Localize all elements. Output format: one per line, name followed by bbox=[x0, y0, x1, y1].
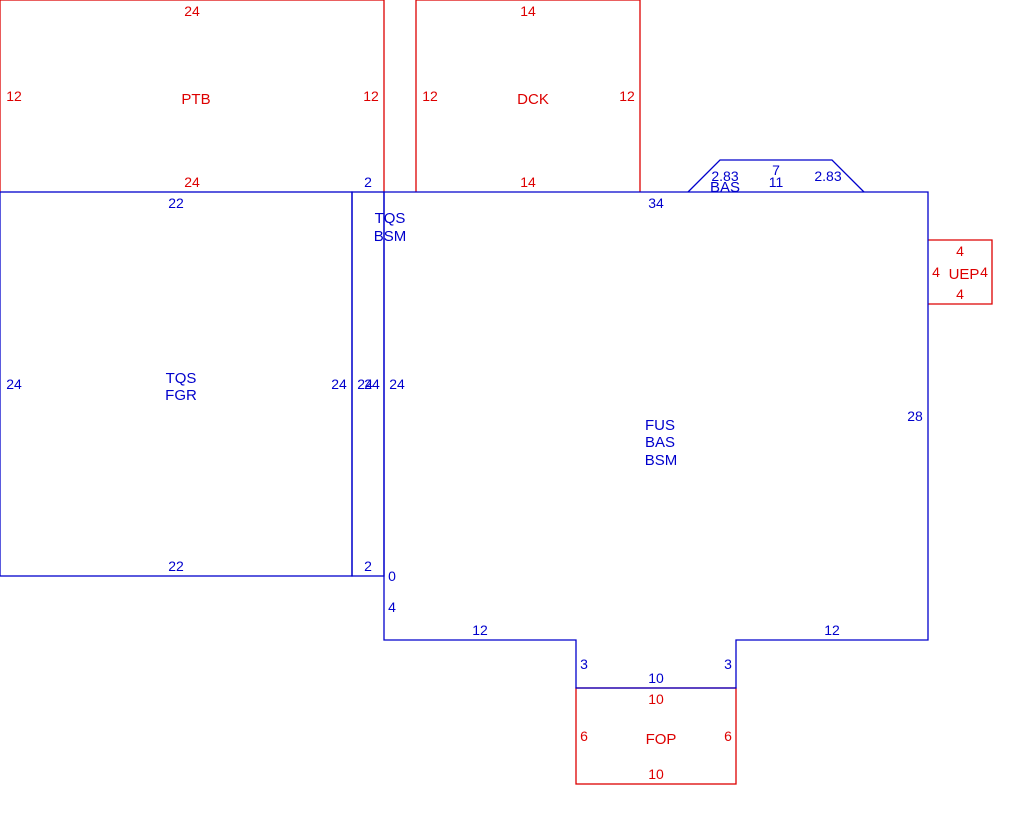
dck-dim-left: 12 bbox=[422, 88, 438, 104]
ptb-dim-top: 24 bbox=[184, 3, 200, 19]
main-label-line2: BAS bbox=[645, 434, 675, 451]
main-dim-notch-bottom: 10 bbox=[648, 670, 664, 686]
main-dim-notch-right: 3 bbox=[724, 656, 732, 672]
ptb-outline bbox=[0, 0, 385, 192]
bay-area: BAS 2.83 7 2.83 11 bbox=[687, 159, 865, 196]
tqs-bsm-dim-bottom: 2 bbox=[364, 558, 372, 574]
main-label-line3: BSM bbox=[645, 452, 678, 469]
main-dim-left-lower: 4 bbox=[388, 599, 396, 615]
uep-label: UEP bbox=[949, 266, 980, 283]
bay-dim-left: 2.83 bbox=[711, 168, 738, 184]
uep-area: UEP 4 4 4 4 bbox=[928, 239, 993, 305]
ptb-dim-left: 12 bbox=[6, 88, 22, 104]
main-dim-bottom-left: 12 bbox=[472, 622, 488, 638]
ptb-label: PTB bbox=[181, 91, 210, 108]
dck-dim-bottom: 14 bbox=[520, 174, 536, 190]
tqs-fgr-area: TQS FGR 22 24 24 22 bbox=[0, 191, 353, 577]
uep-dim-right: 4 bbox=[980, 264, 988, 280]
dck-outline bbox=[415, 0, 641, 192]
uep-dim-bottom: 4 bbox=[956, 286, 964, 302]
bay-dim-right: 2.83 bbox=[814, 168, 841, 184]
bay-outline bbox=[687, 159, 865, 193]
dck-dim-top: 14 bbox=[520, 3, 536, 19]
main-dim-left-upper: 24 bbox=[389, 376, 405, 392]
fop-dim-bottom: 10 bbox=[648, 766, 664, 782]
main-dim-bottom-right: 12 bbox=[824, 622, 840, 638]
tqs-bsm-dim-right: 24 bbox=[364, 376, 380, 392]
dck-dim-right: 12 bbox=[619, 88, 635, 104]
main-dim-right: 28 bbox=[907, 408, 923, 424]
tqs-fgr-dim-right: 24 bbox=[331, 376, 347, 392]
tqs-fgr-dim-top: 22 bbox=[168, 195, 184, 211]
tqs-bsm-dim-left: 24 bbox=[357, 376, 373, 392]
dck-label: DCK bbox=[517, 91, 549, 108]
fop-dim-top: 10 bbox=[648, 691, 664, 707]
fop-label: FOP bbox=[646, 731, 677, 748]
bay-dim-bottom: 11 bbox=[769, 174, 784, 190]
main-dim-left-zero: 0 bbox=[388, 568, 396, 584]
fop-area: FOP 10 6 6 10 bbox=[575, 687, 737, 785]
uep-dim-top: 4 bbox=[956, 243, 964, 259]
uep-dim-left: 4 bbox=[932, 264, 940, 280]
tqs-fgr-label-line1: TQS bbox=[166, 370, 197, 387]
tqs-bsm-label-line2: BSM bbox=[374, 228, 407, 245]
fop-dim-right: 6 bbox=[724, 728, 732, 744]
main-dim-top: 34 bbox=[648, 195, 664, 211]
bay-dim-top: 7 bbox=[772, 162, 780, 178]
tqs-bsm-area: TQS BSM 2 24 24 2 bbox=[351, 174, 407, 577]
main-area: FUS BAS BSM 34 24 0 4 28 12 12 3 3 10 bbox=[383, 191, 929, 689]
fop-dim-left: 6 bbox=[580, 728, 588, 744]
uep-outline bbox=[928, 239, 993, 305]
ptb-dim-right: 12 bbox=[363, 88, 379, 104]
main-label-line1: FUS bbox=[645, 417, 675, 434]
tqs-bsm-label-line1: TQS bbox=[375, 210, 406, 227]
tqs-bsm-dim-top: 2 bbox=[364, 174, 372, 190]
dck-area: DCK 14 12 12 14 bbox=[415, 0, 641, 192]
main-outline bbox=[383, 191, 929, 689]
ptb-area: PTB 24 12 12 24 bbox=[0, 0, 385, 192]
tqs-fgr-dim-left: 24 bbox=[6, 376, 22, 392]
tqs-fgr-dim-bottom: 22 bbox=[168, 558, 184, 574]
main-dim-notch-left: 3 bbox=[580, 656, 588, 672]
ptb-dim-bottom: 24 bbox=[184, 174, 200, 190]
tqs-fgr-label-line2: FGR bbox=[165, 387, 197, 404]
